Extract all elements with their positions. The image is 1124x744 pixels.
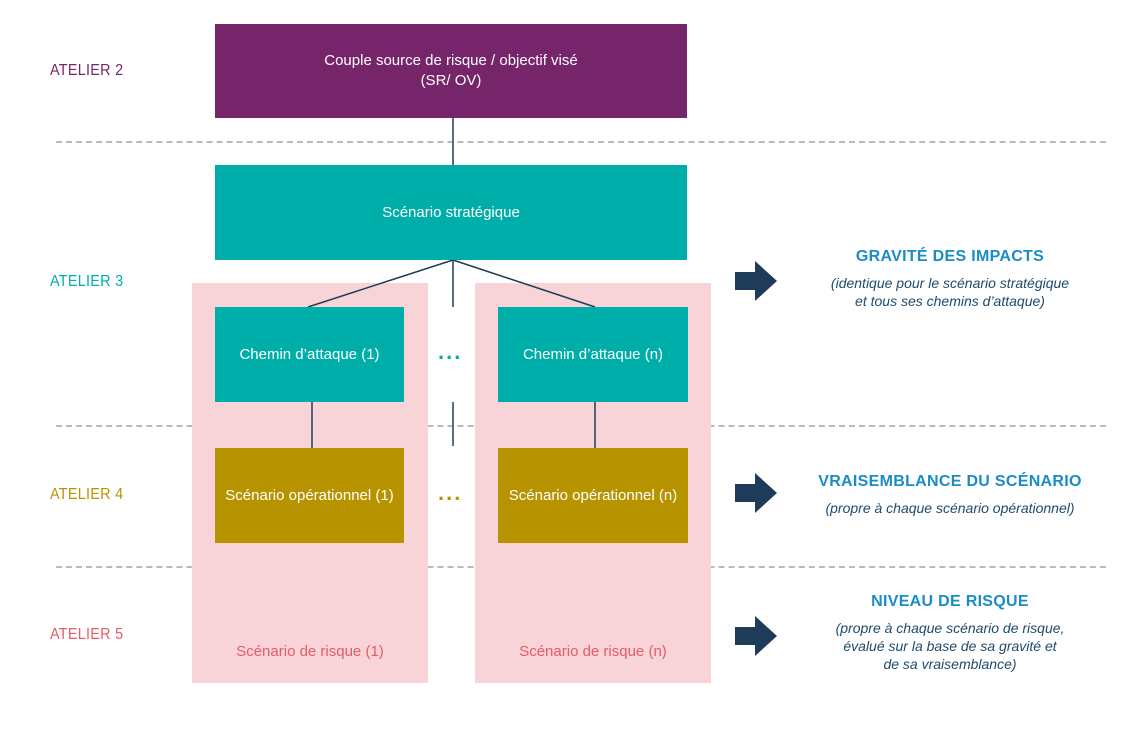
atelier-5-label: ATELIER 5 xyxy=(50,626,124,643)
atelier-4-label: ATELIER 4 xyxy=(50,486,124,503)
niveau-description-line2: évalué sur la base de sa gravité et xyxy=(843,638,1057,654)
gravite-title: GRAVITÉ DES IMPACTS xyxy=(855,248,1045,265)
scenario-operationnel-n-box: Scénario opérationnel (n) xyxy=(498,448,688,543)
chemin-attaque-1-label: Chemin d’attaque (1) xyxy=(239,345,380,363)
srov-box-line2: (SR/ OV) xyxy=(420,72,482,89)
connector-strategique-chemin-1 xyxy=(307,259,454,308)
scenario-risque-n-label: Scénario de risque (n) xyxy=(519,643,667,660)
arrow-right-icon-niveau xyxy=(735,616,777,656)
vraisemblance-title: VRAISEMBLANCE DU SCÉNARIO xyxy=(818,473,1082,490)
gravite-description-line2: et tous ses chemins d’attaque) xyxy=(855,293,1045,309)
vraisemblance-description-line1: (propre à chaque scénario opérationnel) xyxy=(825,500,1075,516)
arrow-right-icon-gravite xyxy=(735,261,777,301)
scenario-operationnel-1-label: Scénario opérationnel (1) xyxy=(225,486,394,504)
scenario-risque-1-label: Scénario de risque (1) xyxy=(236,643,384,660)
scenario-strategique-box: Scénario stratégique xyxy=(215,165,687,260)
chemin-attaque-n-box: Chemin d’attaque (n) xyxy=(498,307,688,402)
separator-line-1 xyxy=(56,141,1106,143)
gravite-description: (identique pour le scénario stratégique … xyxy=(800,274,1100,310)
srov-box-line1: Couple source de risque / objectif visé xyxy=(324,52,578,69)
chemin-attaque-1-box: Chemin d’attaque (1) xyxy=(215,307,404,402)
niveau-description: (propre à chaque scénario de risque, éva… xyxy=(800,619,1100,673)
atelier-3-label: ATELIER 3 xyxy=(50,273,124,290)
scenario-strategique-label: Scénario stratégique xyxy=(382,203,520,221)
scenario-operationnel-n-label: Scénario opérationnel (n) xyxy=(508,486,678,504)
ellipsis-operationnel: ... xyxy=(438,480,463,505)
chemin-attaque-n-label: Chemin d’attaque (n) xyxy=(522,345,664,363)
ellipsis-chemin: ... xyxy=(438,339,463,364)
niveau-description-line3: de sa vraisemblance) xyxy=(883,656,1017,672)
niveau-title: NIVEAU DE RISQUE xyxy=(871,593,1029,610)
connector-strategique-chemin-n xyxy=(452,259,596,308)
niveau-description-line1: (propre à chaque scénario de risque, xyxy=(835,620,1065,636)
vraisemblance-description: (propre à chaque scénario opérationnel) xyxy=(790,499,1110,517)
arrow-right-icon-vraisemblance xyxy=(735,473,777,513)
atelier-2-label: ATELIER 2 xyxy=(50,62,124,79)
srov-box: Couple source de risque / objectif visé … xyxy=(215,24,687,118)
scenario-operationnel-1-box: Scénario opérationnel (1) xyxy=(215,448,404,543)
gravite-description-line1: (identique pour le scénario stratégique xyxy=(830,275,1070,291)
